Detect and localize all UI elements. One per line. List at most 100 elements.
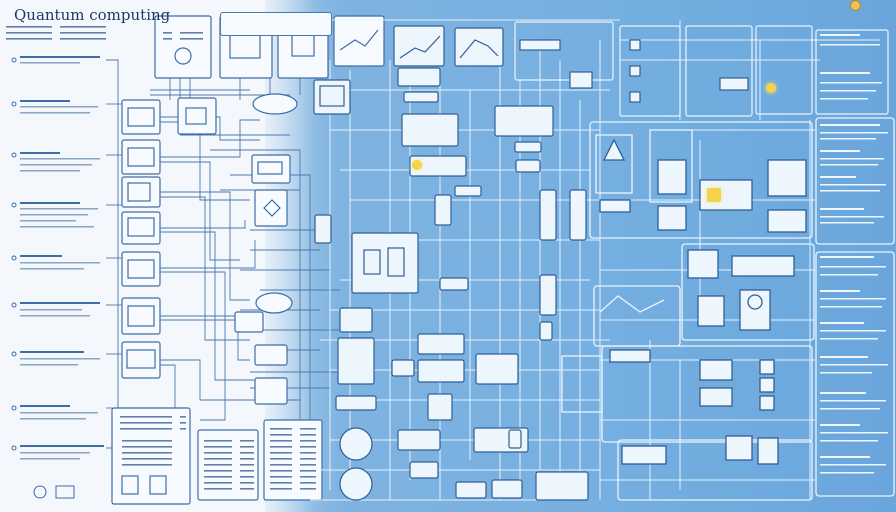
frame (514, 21, 614, 81)
resistor-block (434, 194, 452, 226)
head-icon (747, 294, 763, 310)
text-card (767, 159, 807, 197)
index-item (11, 255, 100, 270)
label-chip (609, 349, 651, 363)
panel (697, 295, 725, 327)
text-card (339, 307, 373, 333)
screen-icon (127, 259, 155, 279)
warning-icon (602, 138, 626, 161)
battery-icon (363, 249, 381, 275)
square-icon (629, 91, 641, 103)
header-note-box (220, 12, 332, 36)
highlight-note-icon (707, 188, 721, 202)
text-card (475, 353, 519, 385)
panel (254, 189, 288, 227)
doc-icon (121, 475, 139, 495)
diamond-icon (263, 199, 281, 217)
pin-icon (850, 0, 861, 11)
text-card (535, 471, 589, 501)
panel (427, 393, 453, 421)
node-icon (174, 47, 192, 65)
trend-icon (339, 29, 379, 51)
phone-icon (757, 437, 779, 465)
label-chip (491, 479, 523, 499)
battery-icon (387, 247, 405, 277)
panel (333, 15, 385, 67)
qubit-node (339, 467, 373, 501)
left-index-list (6, 26, 106, 499)
left-wiring (106, 50, 340, 449)
frame (755, 25, 813, 115)
label-chip (409, 461, 439, 479)
resistor-block (539, 189, 557, 241)
cloud-node (252, 93, 298, 115)
resistor-block (539, 321, 553, 341)
frame (685, 25, 753, 117)
index-item (11, 405, 98, 420)
right-column-text (820, 34, 888, 474)
doc-icon (149, 475, 167, 495)
index-item (11, 202, 98, 228)
panel (234, 311, 264, 333)
wave-icon (599, 295, 665, 313)
resistor-block (569, 189, 587, 241)
text-card (409, 155, 467, 177)
label-chip (455, 481, 487, 499)
processor-panel (351, 232, 419, 294)
panel (699, 387, 733, 407)
resistor-block (508, 429, 522, 449)
panel (699, 359, 733, 381)
label-chip (454, 185, 482, 197)
gear-icon (185, 107, 207, 125)
device-icon-column (121, 99, 161, 379)
panel (337, 337, 375, 385)
text-card (417, 359, 465, 383)
square-icon (629, 39, 641, 51)
square-icon (759, 377, 775, 393)
section-frame (617, 439, 813, 501)
index-item (11, 445, 104, 460)
section-frame (815, 251, 895, 497)
label-chip (519, 39, 561, 51)
section-frame (815, 117, 895, 245)
device-box (121, 341, 161, 379)
blueprint-top-panels (393, 21, 889, 117)
document-icon (657, 159, 687, 195)
panel (313, 79, 351, 115)
bottom-left-notes (111, 407, 323, 505)
panel (254, 344, 288, 366)
label-chip (397, 67, 441, 87)
monitor-icon (725, 435, 753, 461)
text-card (401, 113, 459, 147)
label-chip (514, 141, 542, 153)
section-frame (589, 121, 813, 239)
blueprint-sections (561, 117, 895, 501)
text-card (494, 105, 554, 137)
resistor-block (314, 214, 332, 244)
square-icon (759, 359, 775, 375)
index-item (11, 56, 100, 64)
index-item (11, 351, 100, 366)
frame (619, 25, 681, 117)
label-chip (335, 395, 377, 411)
label-chip (719, 77, 749, 91)
screen-icon (127, 107, 155, 127)
blueprint-center-panels (313, 67, 589, 501)
curve-icon (399, 35, 441, 59)
monitor-icon (126, 349, 156, 369)
cloud-node (255, 292, 293, 314)
section-frame (593, 285, 681, 347)
server-icon (257, 161, 283, 175)
light-bulb-icon (412, 160, 422, 170)
label-chip (569, 71, 593, 89)
panel (687, 249, 719, 279)
panel (649, 129, 693, 203)
panel (177, 97, 217, 135)
curve-icon (459, 39, 499, 59)
text-card (417, 333, 465, 355)
laptop-icon (127, 305, 155, 327)
index-item (11, 100, 98, 114)
index-item (11, 302, 100, 317)
